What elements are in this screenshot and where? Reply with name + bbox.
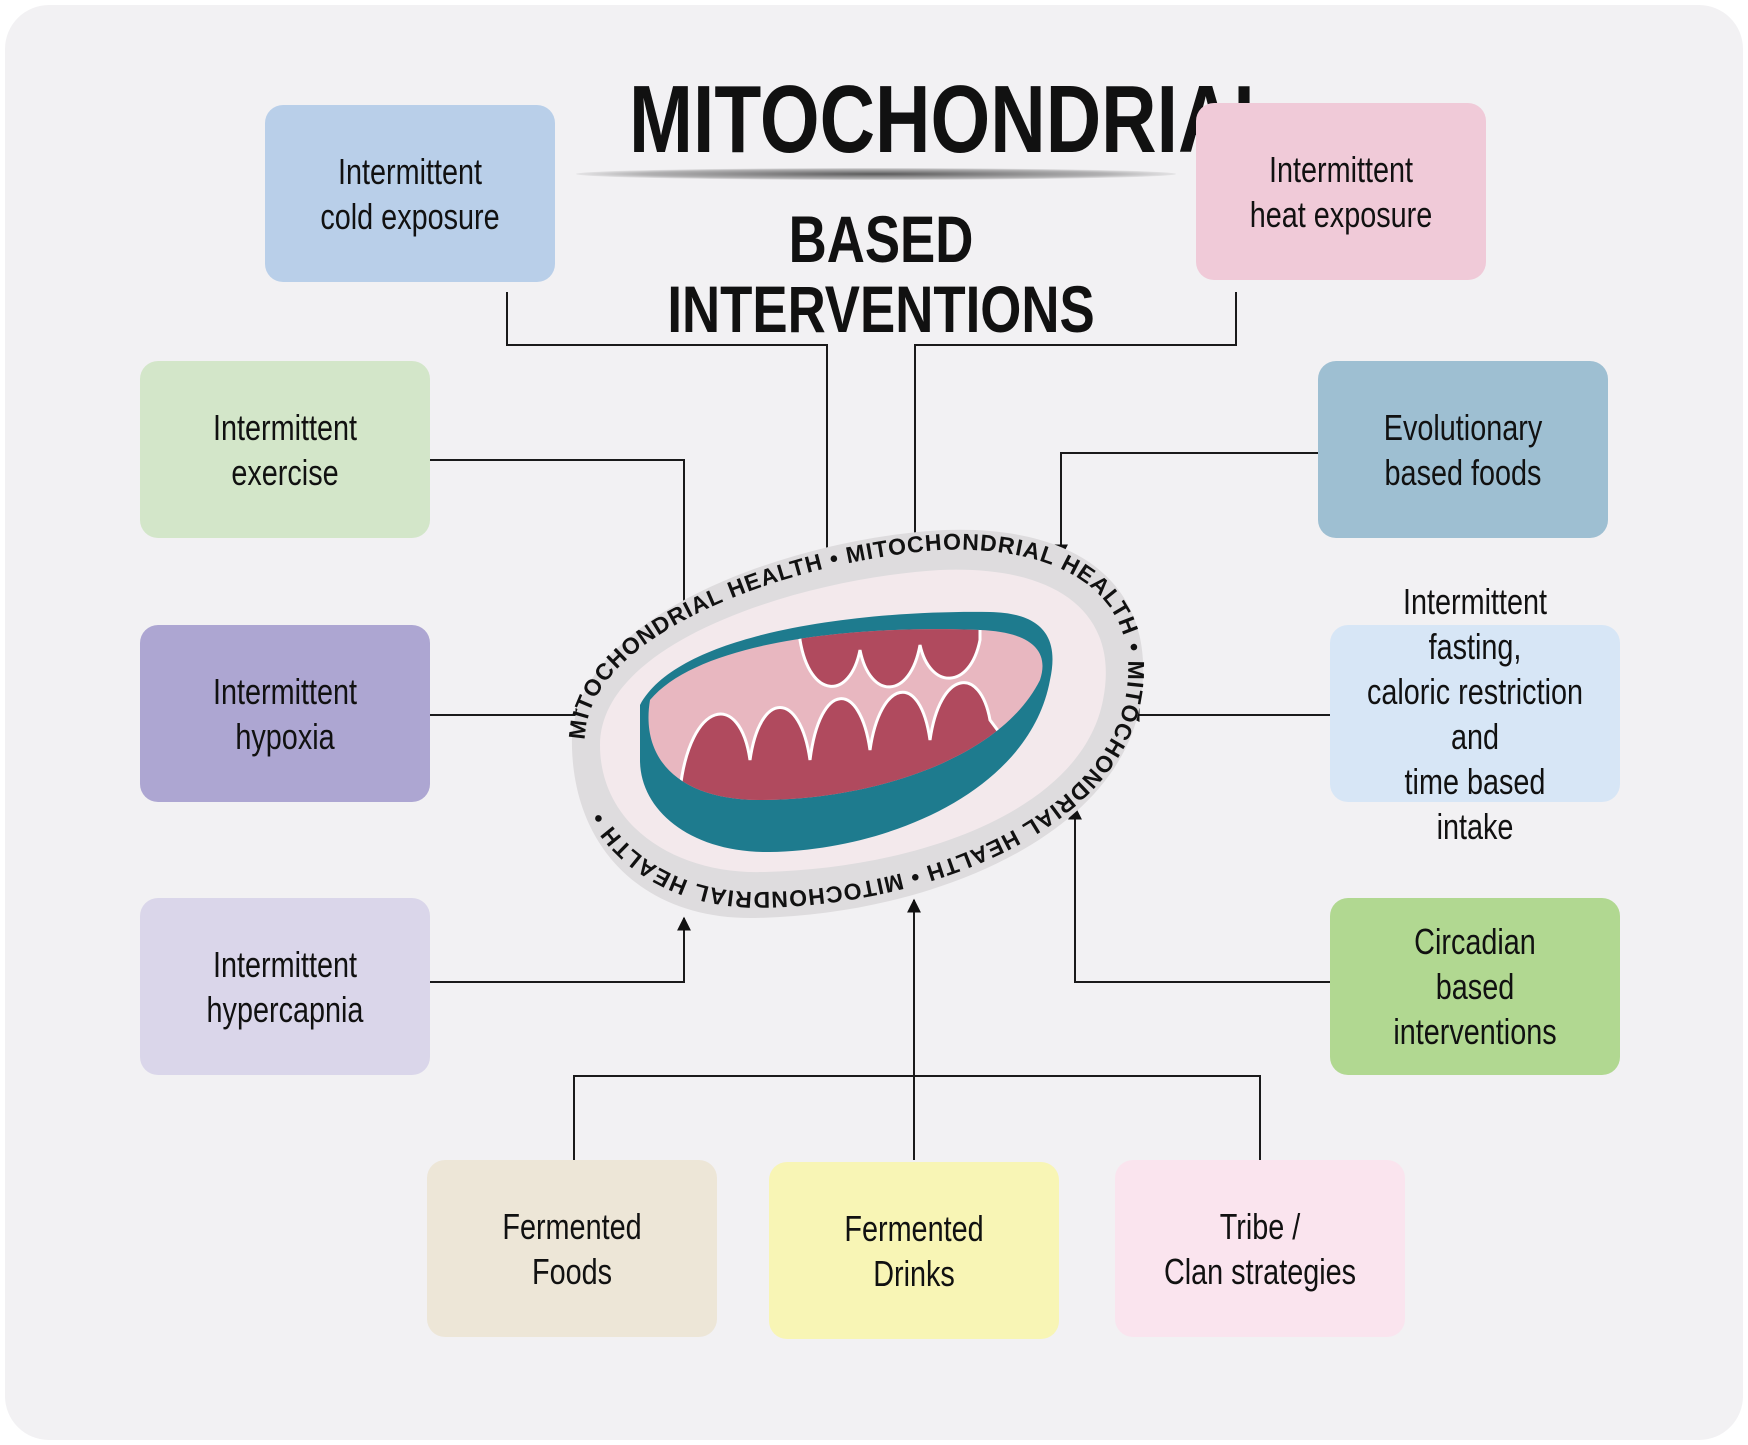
arrow-circadian	[1068, 805, 1330, 983]
arrow-hypercapnia	[430, 916, 691, 983]
mitochondrion-illustration: MITOCHONDRIAL HEALTH • MITOCHONDRIAL HEA…	[564, 529, 1148, 919]
box-circadian-label: Circadian based interventions	[1393, 921, 1557, 1052]
title-divider	[576, 168, 1176, 180]
box-fermented-drinks-label: Fermented Drinks	[844, 1207, 984, 1294]
box-hypercapnia: Intermittent hypercapnia	[140, 898, 430, 1075]
box-exercise: Intermittent exercise	[140, 361, 430, 538]
box-heat-exposure: Intermittent heat exposure	[1196, 103, 1486, 280]
box-cold-exposure-label: Intermittent cold exposure	[320, 150, 500, 237]
box-tribe-clan-label: Tribe / Clan strategies	[1163, 1205, 1357, 1292]
arrow-bottom-group	[573, 900, 1261, 1160]
arrow-cold	[506, 292, 834, 600]
box-fermented-drinks: Fermented Drinks	[769, 1162, 1059, 1339]
box-evolutionary-foods-label: Evolutionary based foods	[1383, 406, 1543, 493]
box-exercise-label: Intermittent exercise	[212, 406, 358, 493]
box-hypercapnia-label: Intermittent hypercapnia	[206, 943, 364, 1030]
arrow-exercise	[430, 459, 691, 645]
title-subtitle: BASED INTERVENTIONS	[667, 202, 1095, 346]
box-heat-exposure-label: Intermittent heat exposure	[1249, 148, 1433, 235]
box-circadian: Circadian based interventions	[1330, 898, 1620, 1075]
box-fermented-foods-label: Fermented Foods	[502, 1205, 642, 1292]
crista-2	[798, 629, 982, 689]
box-fasting: Intermittent fasting, caloric restrictio…	[1330, 581, 1620, 847]
box-hypoxia-label: Intermittent hypoxia	[212, 670, 358, 757]
box-fermented-foods: Fermented Foods	[427, 1160, 717, 1337]
box-evolutionary-foods: Evolutionary based foods	[1318, 361, 1608, 538]
connector-lines	[430, 292, 1330, 1160]
arrow-heat	[908, 292, 1237, 557]
arrow-evolutionary	[1054, 452, 1318, 559]
box-hypoxia: Intermittent hypoxia	[140, 625, 430, 802]
box-cold-exposure: Intermittent cold exposure	[265, 105, 555, 282]
box-tribe-clan: Tribe / Clan strategies	[1115, 1160, 1405, 1337]
box-fasting-label: Intermittent fasting, caloric restrictio…	[1366, 580, 1584, 847]
